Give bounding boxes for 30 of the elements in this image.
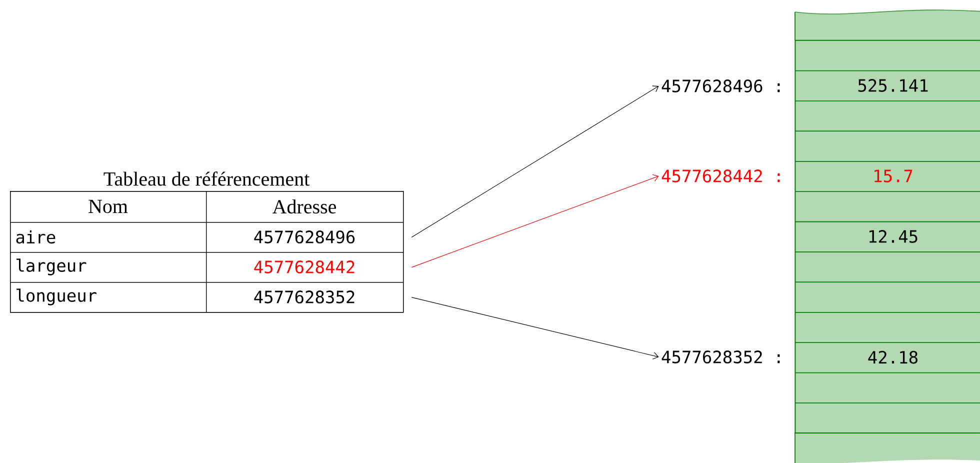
table-cell: 4577628442	[206, 252, 404, 283]
memory-cell: 12.45	[795, 221, 980, 252]
memory-cell	[795, 100, 980, 132]
memory-cell: 525.141	[795, 70, 980, 102]
table-cell: longueur	[10, 282, 207, 313]
table-cell: 4577628496	[206, 222, 404, 253]
memory-cell	[795, 252, 980, 282]
memory-cell	[795, 402, 980, 434]
node-label: Tableau de référencement	[104, 172, 310, 186]
memory-cell	[795, 130, 980, 162]
address-label: 4577628352 :	[662, 350, 780, 364]
memory-cell: 15.7	[795, 161, 980, 192]
table-cell: 4577628352	[206, 282, 404, 313]
memory-cell: 42.18	[795, 342, 980, 374]
table-cell: largeur	[10, 252, 207, 283]
memory-cell	[795, 282, 980, 313]
address-label: 4577628442 :	[662, 170, 780, 182]
arrow	[411, 297, 659, 360]
memory-band	[794, 10, 980, 463]
arrow	[411, 174, 659, 268]
address-label: 4577628496 :	[662, 80, 780, 92]
memory-cell	[795, 372, 980, 404]
memory-cell	[794, 432, 980, 463]
memory-cell	[795, 312, 980, 343]
header-cell: Adresse	[206, 191, 404, 223]
header-cell: Nom	[10, 191, 207, 223]
memory-cell	[795, 191, 980, 222]
memory-cell	[795, 40, 980, 72]
table-cell: aire	[10, 222, 207, 253]
arrow	[411, 86, 659, 238]
